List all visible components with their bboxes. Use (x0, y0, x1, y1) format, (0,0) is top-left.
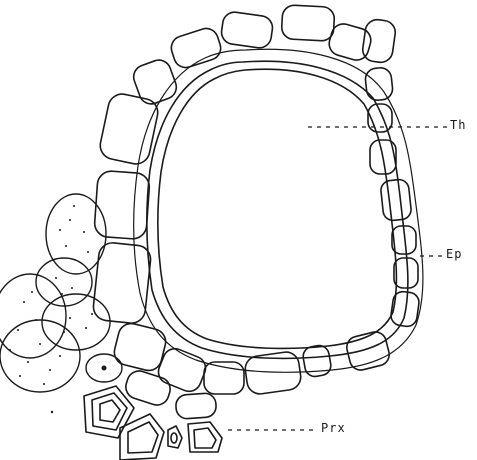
xylem-cell (128, 422, 158, 453)
epidermal-cell (168, 25, 224, 70)
central-cell-inner (158, 69, 397, 348)
stippled-cell (36, 258, 92, 306)
label-th: Th (450, 118, 466, 132)
epidermal-cell (220, 11, 274, 50)
xylem-cell (168, 426, 182, 448)
epidermal-cell (361, 18, 397, 64)
stippled-cell (46, 194, 106, 274)
xylem-cell (100, 400, 120, 422)
basal-cell (123, 368, 173, 408)
epidermal-cell (94, 170, 150, 239)
epidermal-cell (244, 350, 303, 395)
xylem-cell (92, 393, 127, 430)
epidermal-cell (380, 179, 412, 222)
label-ep: Ep (446, 247, 462, 261)
epidermal-cell (92, 241, 152, 324)
label-prx: Prx (321, 421, 346, 435)
epidermal-cell (112, 321, 169, 373)
stippled-cell (0, 274, 66, 358)
epidermal-cell (394, 258, 418, 288)
epidermal-cell (302, 344, 333, 378)
central-cell-outer (147, 61, 408, 358)
xylem-pore (171, 433, 177, 443)
xylem-cell (194, 428, 216, 448)
basal-cell (175, 393, 217, 420)
epidermal-cell (130, 57, 179, 108)
stipple-dots (9, 205, 107, 413)
epidermal-cell (281, 5, 335, 42)
epidermal-cell (364, 67, 393, 102)
epidermal-cell (98, 92, 161, 167)
